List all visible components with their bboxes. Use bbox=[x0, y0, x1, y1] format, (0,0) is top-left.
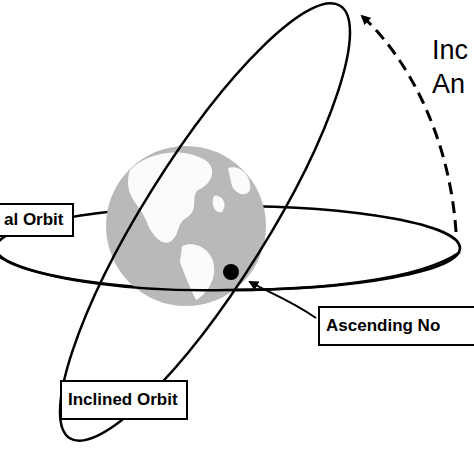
box-text: Ascending No bbox=[326, 316, 470, 336]
angle-label: Inc An bbox=[432, 34, 474, 102]
continents bbox=[128, 153, 250, 300]
node-label-box: Ascending No bbox=[318, 306, 474, 346]
ascending-node-dot bbox=[223, 264, 239, 280]
orbit-label-box: al Orbit bbox=[0, 203, 74, 237]
orbit-label-box: Inclined Orbit bbox=[60, 380, 188, 420]
box-text: al Orbit bbox=[4, 210, 66, 230]
box-text: Inclined Orbit bbox=[68, 390, 180, 410]
leader-line bbox=[250, 282, 316, 318]
